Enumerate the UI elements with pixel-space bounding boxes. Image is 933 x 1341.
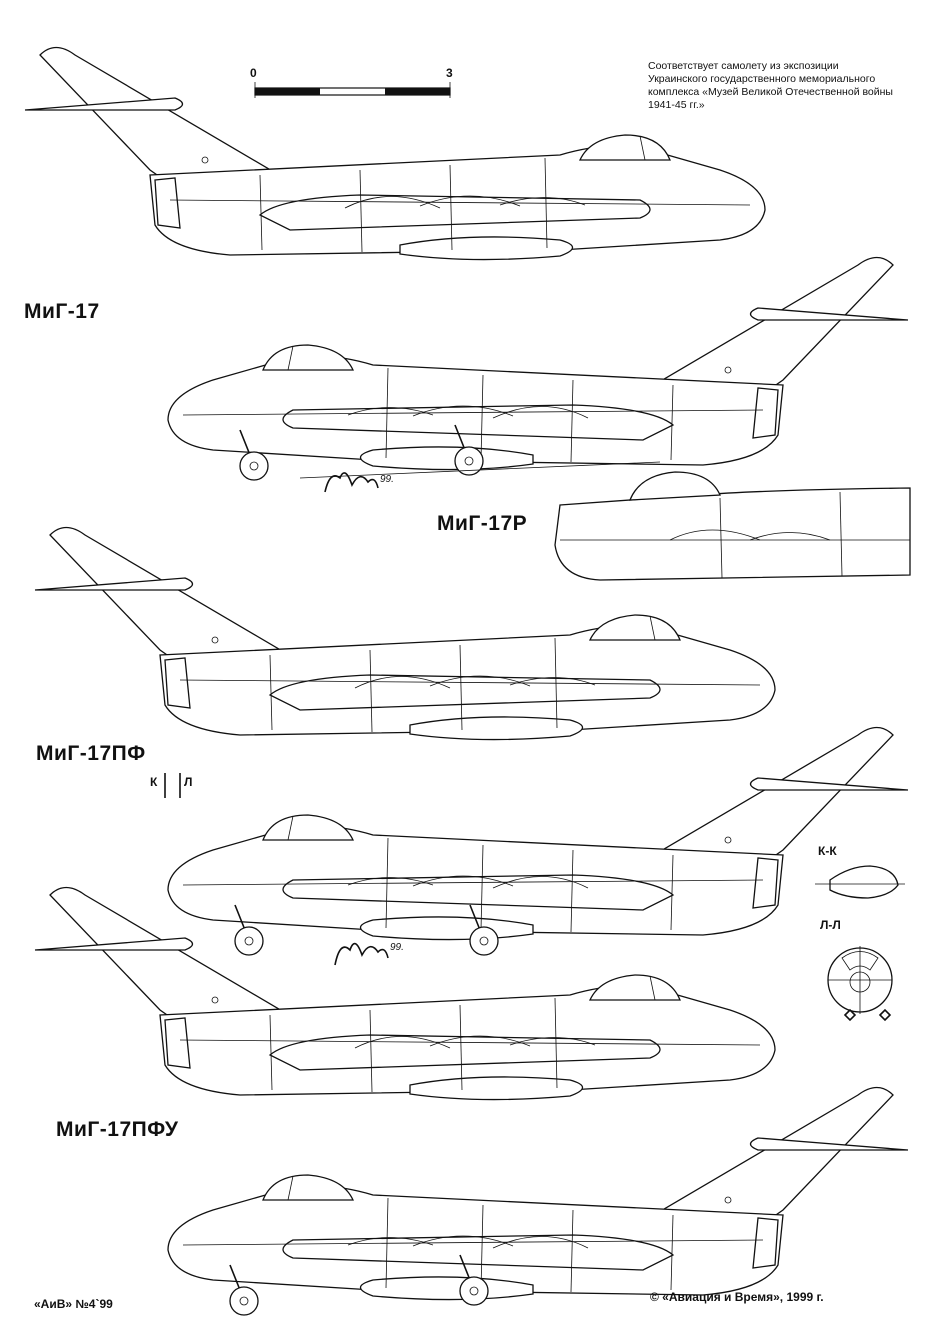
section-markers <box>164 773 181 798</box>
aircraft-mig17-view2 <box>168 258 908 470</box>
footer-issue: «АиВ» №4`99 <box>34 1297 113 1311</box>
aircraft-mig17pf-view2 <box>168 728 908 940</box>
section-ll-drawing <box>827 946 893 1022</box>
label-mig17: МиГ-17 <box>24 300 100 323</box>
section-kk-label: К-К <box>818 844 837 858</box>
aircraft-mig17pfu-view2 <box>168 1088 908 1300</box>
section-l-marker: Л <box>184 775 193 789</box>
label-mig17pf: МиГ-17ПФ <box>36 742 146 765</box>
section-ll-label: Л-Л <box>820 918 841 932</box>
label-mig17r: МиГ-17Р <box>437 512 528 535</box>
scale-start-label: 0 <box>250 66 257 80</box>
signature-year-2: 99. <box>390 942 404 953</box>
scale-bar <box>254 82 451 98</box>
source-note: Соответствует самолету из экспозиции Укр… <box>648 60 893 111</box>
signature-2 <box>334 942 389 966</box>
aircraft-mig17r-fragment <box>554 471 911 581</box>
scale-end-label: 3 <box>446 66 453 80</box>
signature-year-1: 99. <box>380 474 394 485</box>
section-kk-drawing <box>815 865 905 899</box>
footer-copyright: © «Авиация и Время», 1999 г. <box>650 1290 824 1304</box>
signature-1 <box>324 472 379 493</box>
section-k-marker: К <box>150 775 158 789</box>
label-mig17pfu: МиГ-17ПФУ <box>56 1118 179 1141</box>
